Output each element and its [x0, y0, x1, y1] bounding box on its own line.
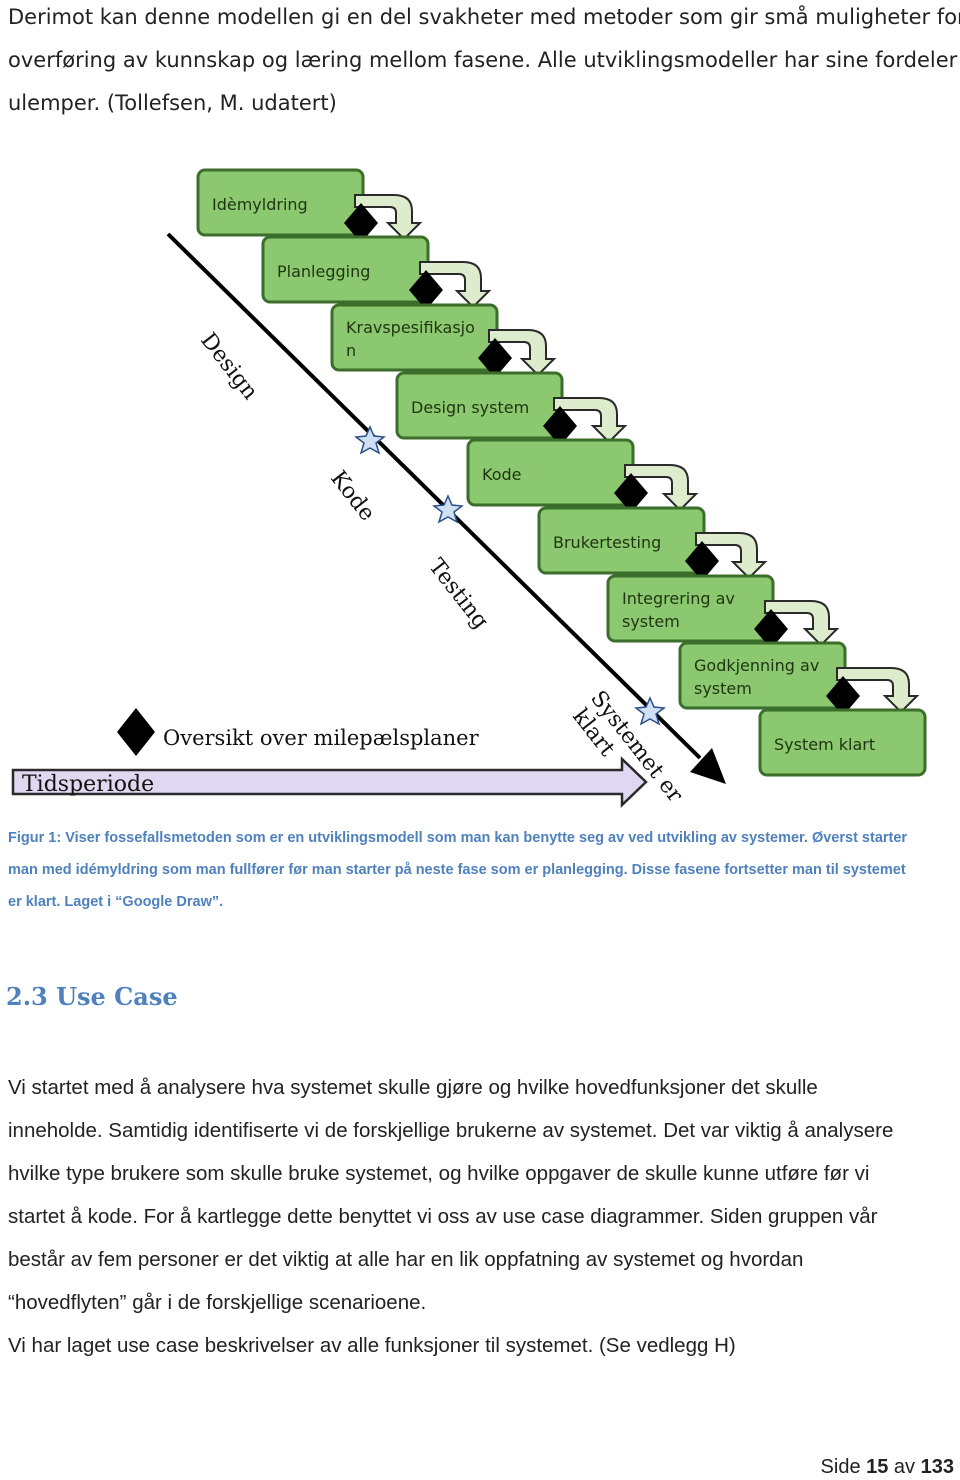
intro-line: overføring av kunnskap og læring mellom …	[8, 48, 960, 72]
phase-box: Integrering av system	[606, 574, 775, 643]
axis-label-design: Design	[195, 328, 262, 404]
axis-label-kode: Kode	[325, 466, 379, 526]
diagonal-arrow	[166, 232, 702, 760]
section-heading: 2.3 Use Case	[6, 982, 178, 1011]
footer-prefix: Side	[820, 1456, 867, 1478]
connector-arrow	[419, 261, 492, 309]
phase-label: System klart	[774, 735, 875, 754]
phase-box: Idèmyldring	[196, 168, 365, 237]
star-icon	[634, 696, 666, 726]
phase-label: Kode	[482, 465, 521, 484]
milestone-diamond-icon	[409, 270, 443, 310]
phase-box: Kode	[466, 438, 635, 507]
star-icon	[432, 494, 464, 524]
milestone-diamond-icon	[478, 338, 512, 378]
footer-page-number: 15	[866, 1456, 889, 1478]
star-icon	[354, 425, 386, 455]
footer-total-pages: 133	[920, 1456, 954, 1478]
phase-layer: IdèmyldringPlanleggingKravspesifikasjonD…	[196, 168, 927, 777]
waterfall-diagram: IdèmyldringPlanleggingKravspesifikasjonD…	[11, 168, 927, 808]
body-line: består av fem personer er det viktig at …	[8, 1248, 804, 1271]
connector-arrow	[836, 667, 920, 714]
intro-line: Derimot kan denne modellen gi en del sva…	[8, 5, 960, 29]
phase-box: Brukertesting	[537, 506, 706, 575]
body-line: startet å kode. For å kartlegge dette be…	[8, 1205, 878, 1228]
caption-line: er klart. Laget i “Google Draw”.	[8, 894, 224, 910]
body-line: “hovedflyten” går i de forskjellige scen…	[8, 1291, 427, 1314]
body-paragraph: Vi startet med å analysere hva systemet …	[8, 1066, 953, 1367]
phase-label: Integrering av	[622, 589, 735, 608]
legend-label: Oversikt over milepælsplaner	[163, 726, 480, 750]
phase-label: Godkjenning av	[694, 656, 819, 675]
phase-label: system	[622, 612, 680, 631]
body-line: hvilke type brukere som skulle bruke sys…	[8, 1162, 870, 1185]
milestone-diamond-icon	[826, 676, 860, 716]
caption-line: Figur 1: Viser fossefallsmetoden som er …	[8, 830, 908, 846]
axis-label-testing: Testing	[423, 554, 493, 634]
body-line: Vi har laget use case beskrivelser av al…	[8, 1334, 736, 1357]
phase-label: Planlegging	[277, 262, 370, 281]
diagonal-arrowhead	[690, 748, 726, 784]
connector-arrow	[695, 532, 768, 580]
footer-mid: av	[888, 1456, 921, 1478]
connector-arrow	[488, 329, 557, 377]
connector-arrow	[354, 194, 423, 241]
timeline-arrow	[11, 756, 648, 808]
timeline-label: Tidsperiode	[22, 772, 154, 797]
phase-box: Kravspesifikasjo n	[330, 303, 499, 372]
page-footer: Side 15 av 133	[821, 1456, 954, 1479]
phase-label: system	[694, 679, 752, 698]
caption-line: man med idémyldring som man fullfører fø…	[8, 862, 906, 878]
connector-arrow	[764, 600, 840, 647]
phase-label: Idèmyldring	[212, 195, 308, 214]
phase-label: Brukertesting	[553, 533, 661, 552]
phase-box-rect	[330, 303, 499, 372]
body-line: inneholde. Samtidig identifiserte vi de …	[8, 1119, 894, 1142]
phase-label: Kravspesifikasjo	[346, 318, 475, 337]
phase-box: Design system	[395, 371, 564, 440]
connector-arrow	[624, 464, 699, 512]
milestone-diamond-icon	[543, 406, 577, 446]
milestone-diamond-icon	[614, 473, 648, 513]
phase-label: n	[346, 341, 356, 360]
phase-box: Godkjenning av system	[678, 641, 847, 710]
connector-arrow	[553, 397, 628, 444]
figure-caption: Figur 1: Viser fossefallsmetoden som er …	[8, 822, 958, 918]
phase-box-rect	[758, 708, 927, 777]
body-line: Vi startet med å analysere hva systemet …	[8, 1076, 818, 1099]
phase-label: Design system	[411, 398, 529, 417]
phase-box-rect	[606, 574, 775, 643]
milestone-diamond-icon	[117, 708, 155, 756]
intro-paragraph: Derimot kan denne modellen gi en del sva…	[8, 0, 960, 125]
intro-line: ulemper. (Tollefsen, M. udatert)	[8, 91, 337, 115]
milestone-diamond-icon	[685, 541, 719, 581]
phase-box: System klart	[758, 708, 927, 777]
milestone-diamond-icon	[344, 203, 378, 243]
phase-box: Planlegging	[261, 235, 430, 304]
phase-box-rect	[678, 641, 847, 710]
milestone-diamond-icon	[754, 609, 788, 649]
